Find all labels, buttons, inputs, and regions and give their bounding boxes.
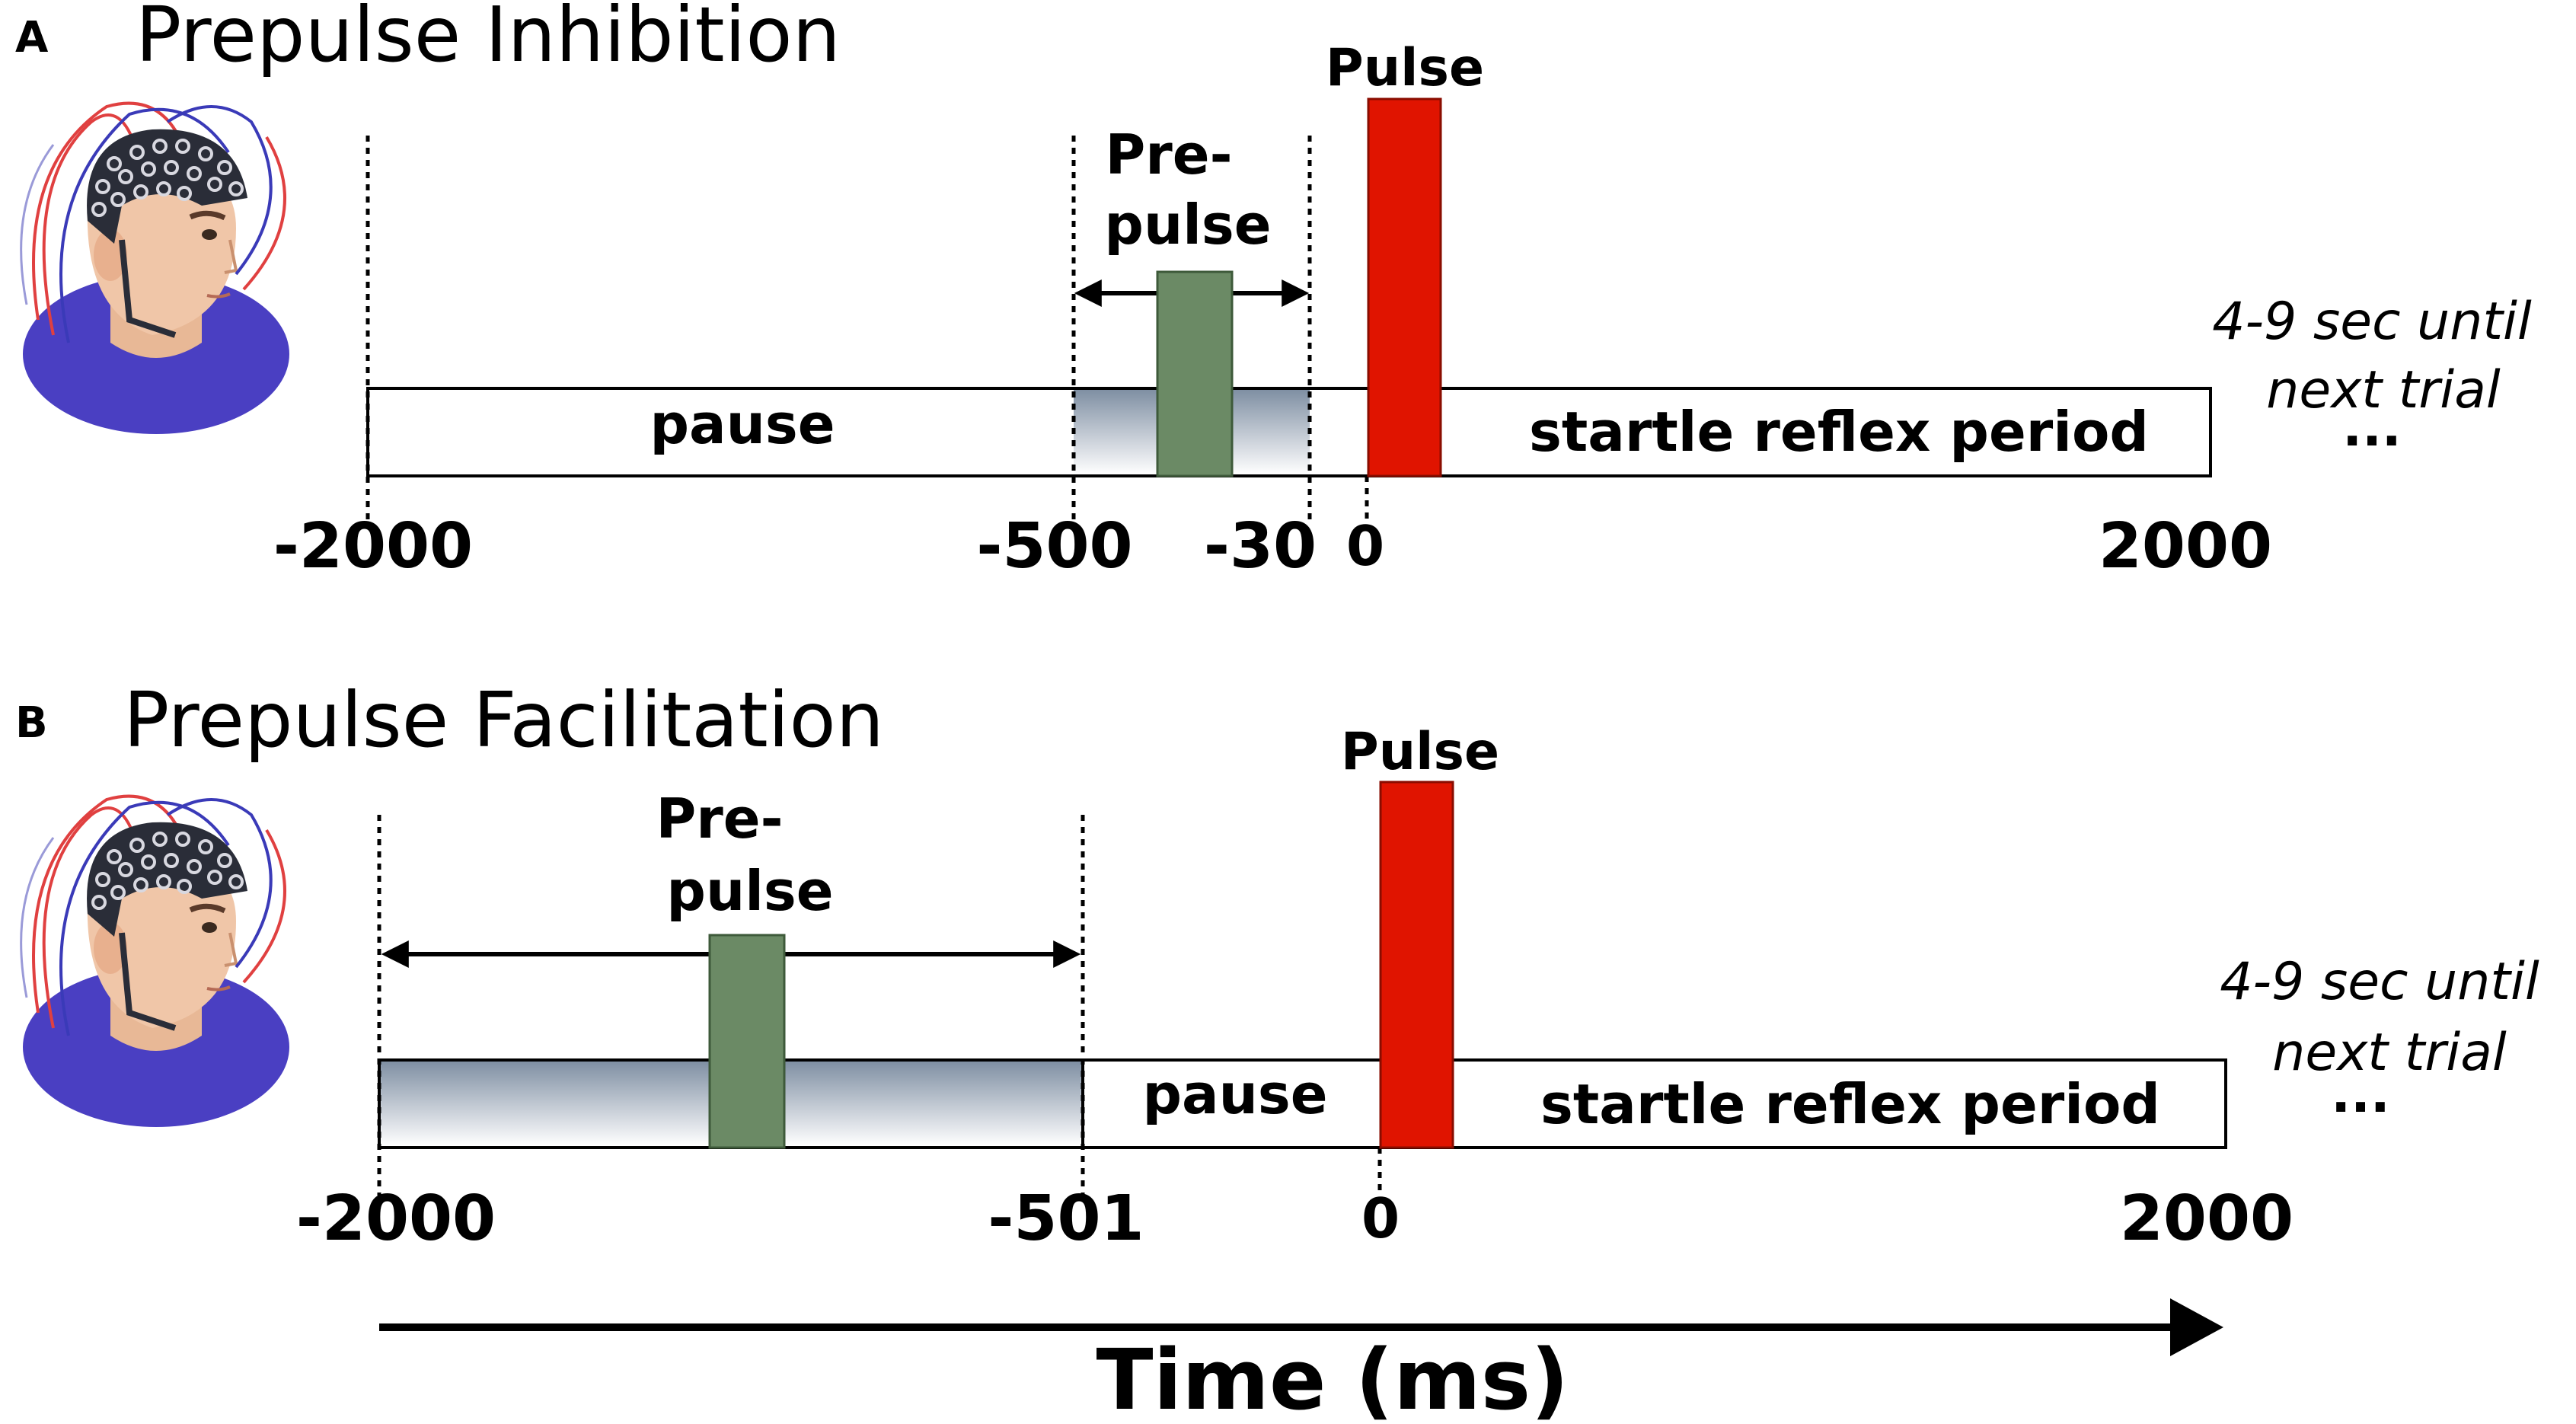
panel-a-prepulse-label-2: pulse (1104, 193, 1271, 257)
panel-a-tick-3: 0 (1346, 514, 1384, 578)
panel-a-tick-1: -500 (976, 510, 1132, 583)
panel-b-next-trial-2: next trial (2272, 1023, 2507, 1083)
panel-b-next-trial-1: 4-9 sec until (2220, 952, 2539, 1012)
panel-a-ellipsis: ... (2342, 398, 2402, 458)
panel-a-tick-4: 2000 (2099, 510, 2272, 583)
time-axis-arrow-head (2170, 1298, 2223, 1356)
panel-b-pause-label: pause (1142, 1062, 1327, 1126)
panel-a-pulse-block (1367, 97, 1442, 477)
panel-b-tick-3: 2000 (2120, 1183, 2294, 1255)
panel-a-next-trial-1: 4-9 sec until (2212, 292, 2532, 352)
panel-a-prepulse-block (1156, 270, 1234, 477)
panel-b-tick-2: 0 (1361, 1186, 1400, 1250)
panel-a-letter: A (15, 13, 49, 62)
panel-b-startle-label: startle reflex period (1540, 1072, 2160, 1136)
panel-b-pulse-label: Pulse (1341, 722, 1499, 782)
panel-a-startle-label: startle reflex period (1529, 400, 2149, 464)
panel-a-title: Prepulse Inhibition (136, 0, 841, 79)
panel-b-prepulse-block (708, 934, 786, 1149)
time-axis: Time (ms) (379, 1298, 2223, 1424)
panel-a: A Prepulse Inhibition Pulse Pre- pulse p… (15, 0, 2532, 583)
panel-a-tick-2: -30 (1204, 510, 1317, 583)
panel-b-title: Prepulse Facilitation (123, 675, 884, 765)
panel-a-tick-0: -2000 (273, 510, 473, 583)
panel-b: B Prepulse Facilitation Pulse Pre- pulse… (15, 675, 2539, 1255)
panel-b-tick-1: -501 (988, 1183, 1144, 1255)
panel-b-letter: B (15, 698, 48, 748)
panel-b-prepulse-label-2: pulse (666, 859, 833, 923)
panel-b-ellipsis: ... (2331, 1065, 2390, 1125)
panel-a-prepulse-label-1: Pre- (1106, 123, 1233, 187)
eeg-head-b-icon (21, 797, 289, 1127)
eeg-head-a-icon (21, 104, 289, 434)
time-axis-label: Time (ms) (1096, 1331, 1569, 1424)
panel-b-prepulse-label-1: Pre- (656, 787, 784, 851)
panel-b-pulse-block (1379, 781, 1454, 1149)
panel-a-next-trial-2: next trial (2266, 360, 2501, 420)
panel-a-pulse-label: Pulse (1326, 38, 1484, 98)
panel-b-tick-0: -2000 (296, 1183, 496, 1255)
panel-a-pause-label: pause (650, 392, 835, 456)
